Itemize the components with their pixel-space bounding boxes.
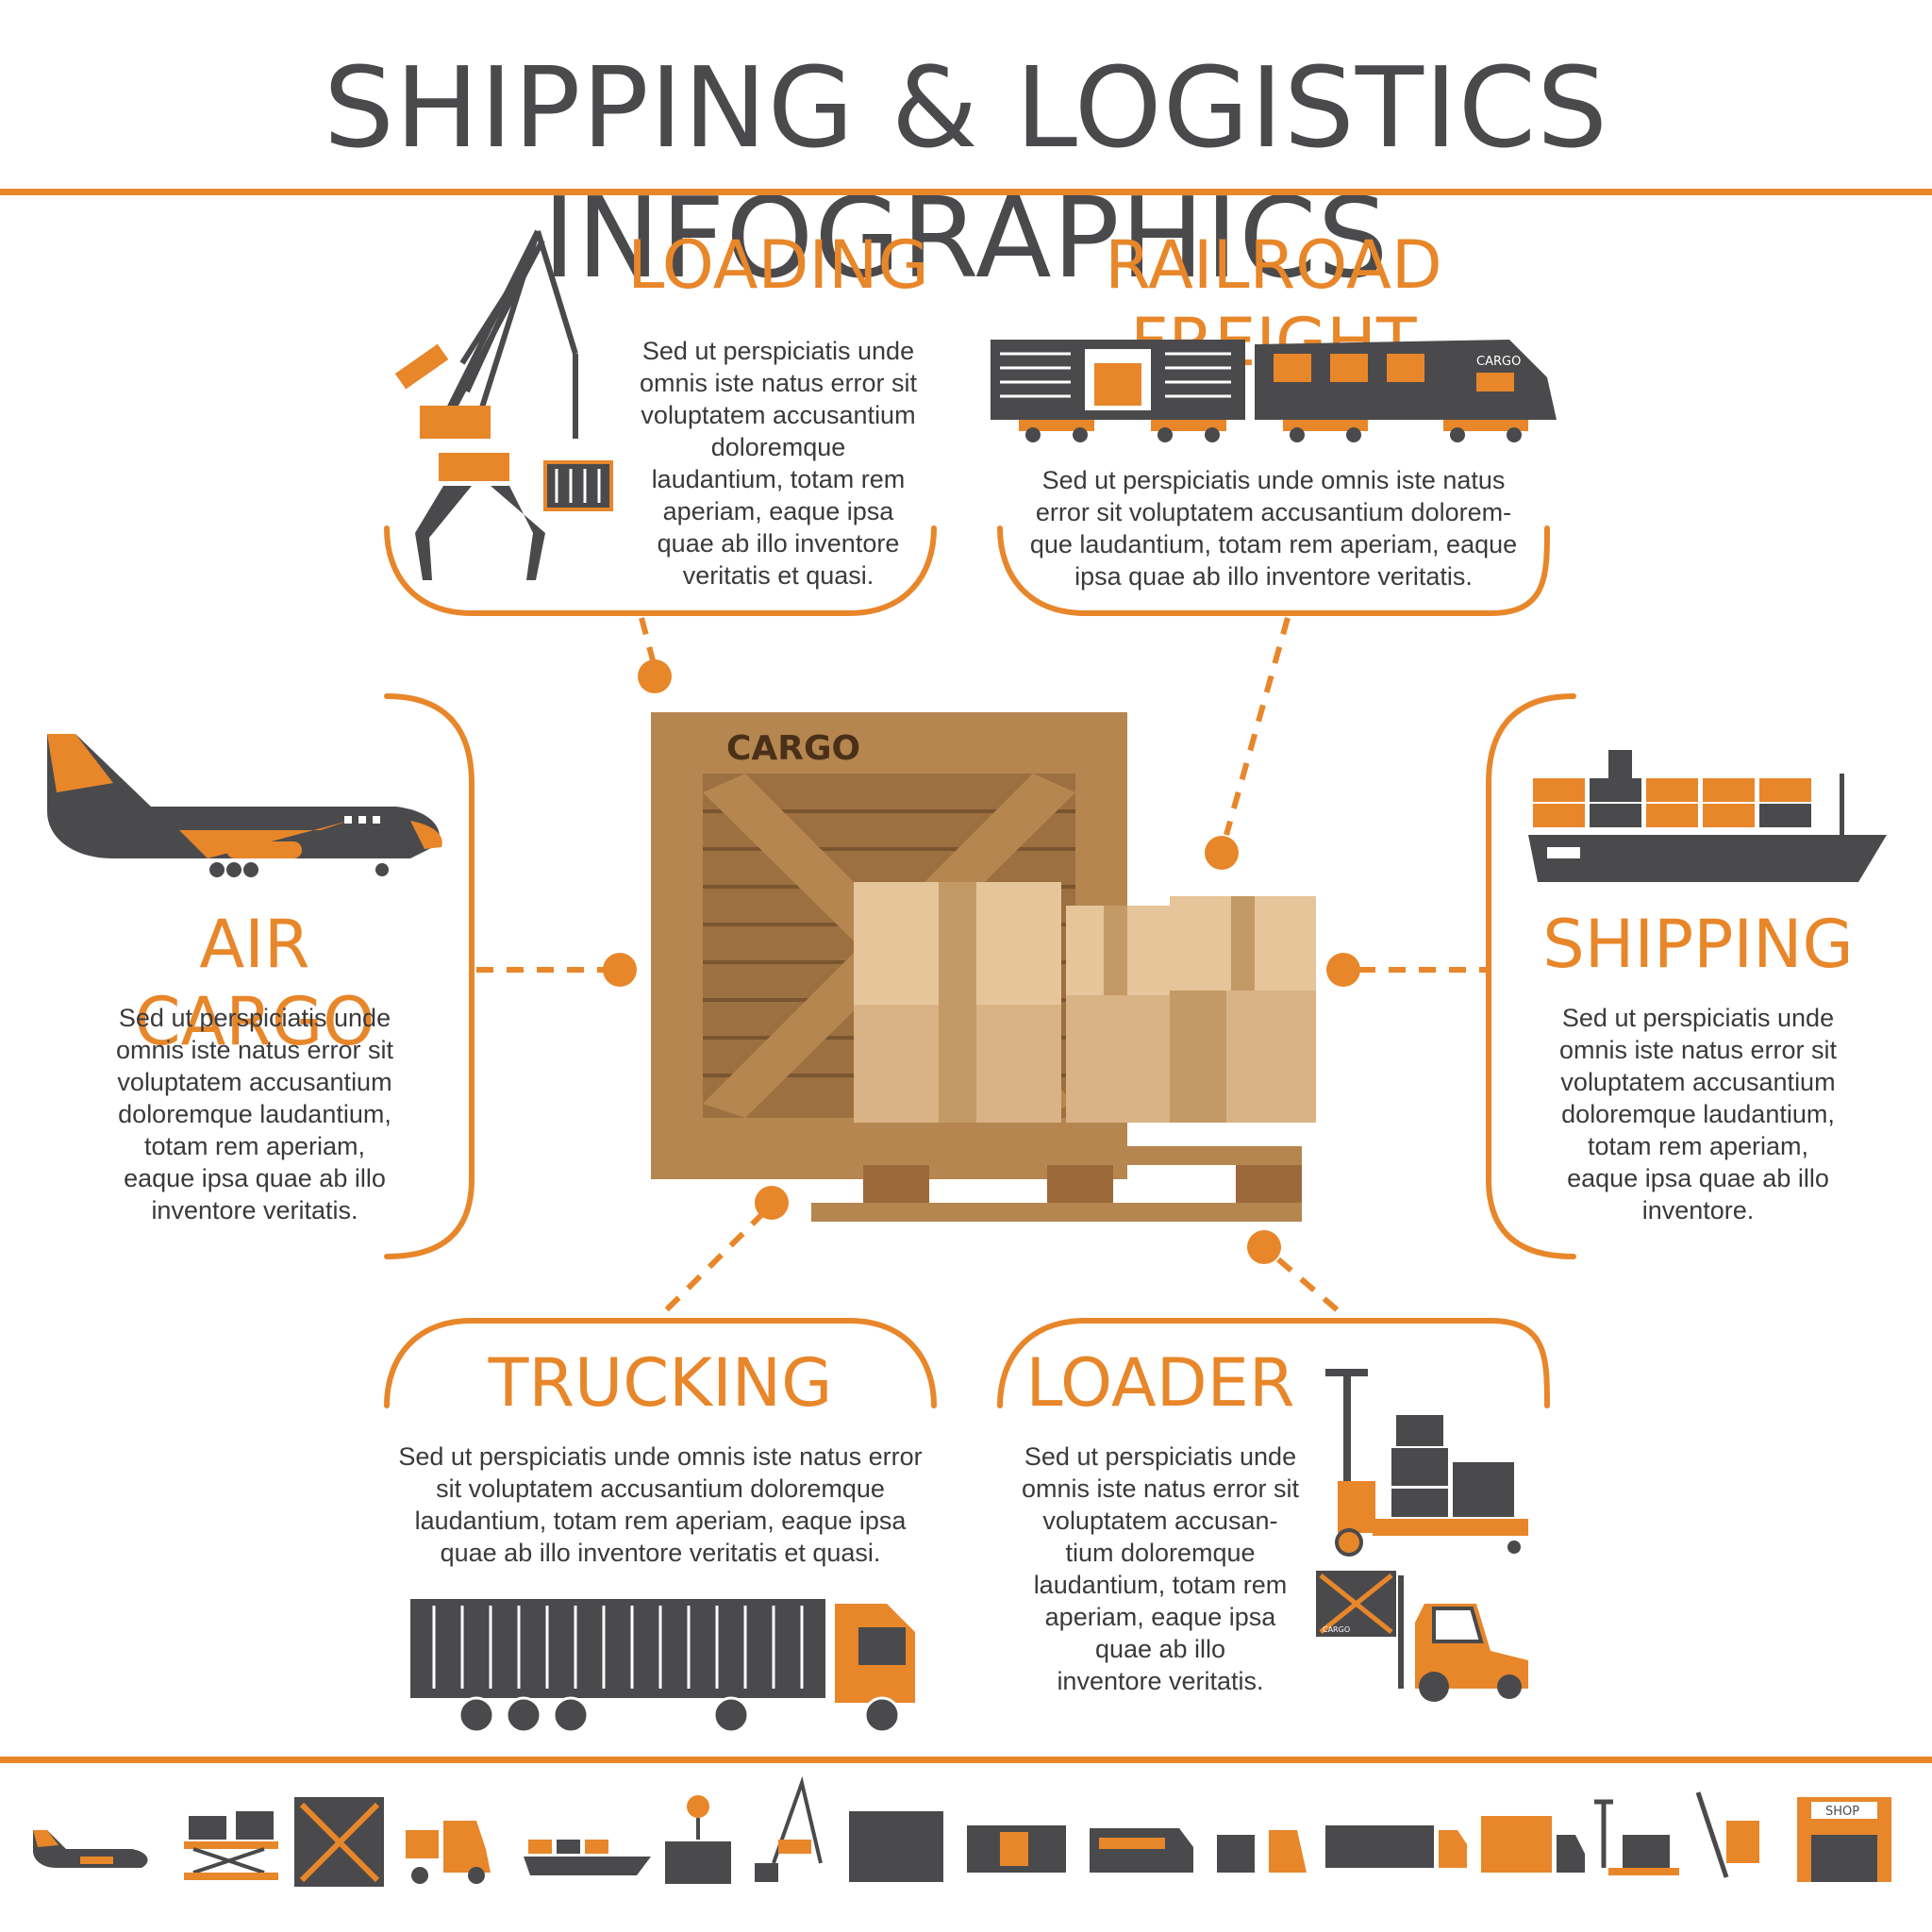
train-label: CARGO [1476, 355, 1521, 369]
truck-icon [1325, 1825, 1467, 1868]
pallet-jack-icon [1325, 1369, 1528, 1557]
truck-icon [410, 1599, 915, 1734]
forklift-crate-icon [1217, 1830, 1307, 1873]
cargo-ship-icon [524, 1840, 651, 1875]
shop-icon: SHOP [1797, 1797, 1891, 1882]
locomotive-icon [1090, 1828, 1193, 1873]
bottom-divider [0, 1757, 1932, 1763]
air-cargo-heading: AIR CARGO [134, 906, 375, 1060]
air-cargo-text: Sed ut perspiciatis unde omnis iste natu… [115, 1004, 394, 1224]
bottom-icon-row: SHOP [33, 1775, 1891, 1887]
crate-label: CARGO [726, 729, 860, 768]
shipping-heading: SHIPPING [1542, 906, 1854, 983]
delivery-van-icon [1481, 1816, 1585, 1873]
crane-icon [394, 229, 613, 580]
shop-sign-label: SHOP [1825, 1805, 1859, 1819]
bottom-crate-label: CARGO [1323, 1625, 1350, 1634]
loading-text: Sed ut perspiciatis unde omnis iste natu… [639, 337, 918, 590]
crate-icon: CARGO [651, 712, 1316, 1222]
loader-heading: LOADER [1025, 1344, 1295, 1422]
hand-truck-icon [1695, 1791, 1759, 1878]
scissor-lift-icon [184, 1811, 278, 1880]
forklift-icon [406, 1821, 491, 1884]
cargo-ship-icon [1528, 750, 1887, 882]
trucking-heading: TRUCKING [488, 1344, 833, 1422]
pallet-jack-icon [1594, 1799, 1679, 1875]
hook-container-icon [665, 1795, 731, 1884]
loader-text: Sed ut perspiciatis unde omnis iste natu… [1021, 1442, 1300, 1695]
railroad-text: Sed ut perspiciatis unde omnis iste natu… [1029, 466, 1518, 591]
crate-icon [294, 1797, 384, 1887]
airplane-icon [33, 1830, 148, 1868]
container-icon [849, 1811, 943, 1882]
freight-car-icon [967, 1825, 1066, 1873]
top-divider [0, 189, 1932, 195]
loading-heading: LOADING [627, 226, 929, 304]
shipping-text: Sed ut perspiciatis unde omnis iste natu… [1558, 1004, 1838, 1224]
airplane-icon [47, 734, 442, 877]
trucking-text: Sed ut perspiciatis unde omnis iste natu… [398, 1442, 923, 1567]
crane-icon [755, 1775, 823, 1882]
forklift-icon: CARGO [1316, 1571, 1528, 1702]
train-icon: CARGO [991, 340, 1557, 442]
